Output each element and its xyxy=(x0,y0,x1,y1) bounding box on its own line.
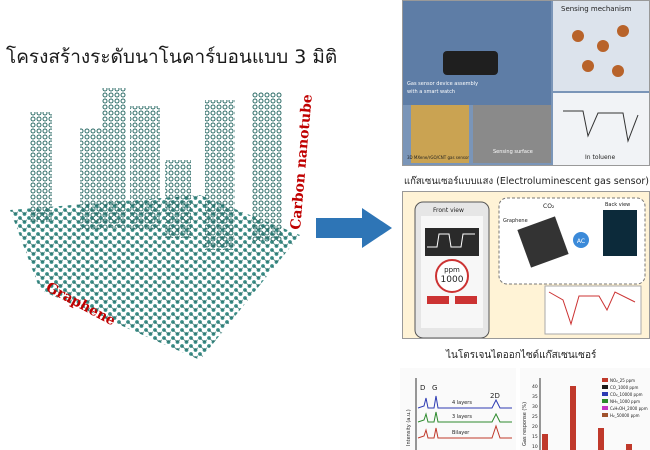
legend-entry: C₂H₅OH_2000 ppm xyxy=(610,406,648,411)
response-ylabel: Gas response (%) xyxy=(522,402,528,446)
legend-swatch xyxy=(602,413,608,417)
peak-d: D xyxy=(420,384,425,392)
tick-30: 30 xyxy=(532,404,538,410)
co2-label: CO₂ xyxy=(543,203,555,210)
gas-response-chart: Gas response (%) 40 35 30 25 20 15 10 NO… xyxy=(520,368,650,450)
mechanism-label: Sensing mechanism xyxy=(561,5,632,13)
ppm-value: 1000 xyxy=(441,275,464,285)
graphene-mid-label: Graphene xyxy=(503,218,528,224)
electroluminescent-sensor-panel: ppm 1000 Front view AC CO₂ Graphene Back… xyxy=(402,191,650,339)
front-view-label: Front view xyxy=(433,207,464,214)
raman-ylabel: Intensity (a.u.) xyxy=(406,409,412,446)
ac-label: AC xyxy=(577,238,585,245)
peak-2d: 2D xyxy=(490,392,500,400)
device-caption-1: Gas sensor device assembly xyxy=(407,81,478,87)
tick-10: 10 xyxy=(532,444,538,450)
ppm-unit: ppm xyxy=(444,266,460,274)
legend-swatch xyxy=(602,385,608,389)
peak-g: G xyxy=(432,384,437,392)
layer-4: 4 layers xyxy=(452,400,472,406)
device-caption-2: with a smart watch xyxy=(407,89,455,95)
no2-sensor-charts: Intensity (a.u.) D G 2D 4 layers 3 layer… xyxy=(400,368,650,450)
toluene-label: In toluene xyxy=(585,154,615,161)
legend-swatch xyxy=(602,392,608,396)
carbon-structure-illustration: Graphene Carbon nanotube xyxy=(10,88,312,360)
el-sensor-caption: แก๊สเซนเซอร์แบบแสง (Electroluminescent g… xyxy=(404,176,649,187)
page-title: โครงสร้างระดับนาโนคาร์บอนแบบ 3 มิติ xyxy=(6,46,338,68)
layer-bi: Bilayer xyxy=(452,430,470,436)
smartwatch-icon xyxy=(443,51,498,75)
tick-35: 35 xyxy=(532,394,538,400)
right-arrow-icon xyxy=(316,208,392,248)
smartwatch-sensor-panel: Sensing mechanism Gas sensor device asse… xyxy=(402,0,650,166)
legend-entry: CO₂_10000 ppm xyxy=(610,392,643,397)
legend-entry: CO_1000 ppm xyxy=(610,385,638,390)
legend-entry: NH₃_1000 ppm xyxy=(610,399,640,404)
back-view-label: Back view xyxy=(605,202,630,208)
legend-swatch xyxy=(602,399,608,403)
tick-40: 40 xyxy=(532,384,538,390)
nanotubes xyxy=(30,88,282,250)
legend-swatch xyxy=(602,406,608,410)
legend-swatch xyxy=(602,378,608,382)
no2-sensor-caption: ไนโตรเจนไดออกไซด์แก๊สเซนเซอร์ xyxy=(446,350,597,361)
cnt-label: Carbon nanotube xyxy=(288,94,312,231)
tick-20: 20 xyxy=(532,424,538,430)
surface-label: Sensing surface xyxy=(493,149,533,155)
tick-25: 25 xyxy=(532,414,538,420)
legend-entry: NO₂_25 ppm xyxy=(610,378,635,383)
layer-3: 3 layers xyxy=(452,414,472,420)
tick-15: 15 xyxy=(532,434,538,440)
substrate-label: 3D MXene/rGO/CNT gas sensor xyxy=(407,155,469,160)
legend-entry: H₂_50000 ppm xyxy=(610,413,640,418)
